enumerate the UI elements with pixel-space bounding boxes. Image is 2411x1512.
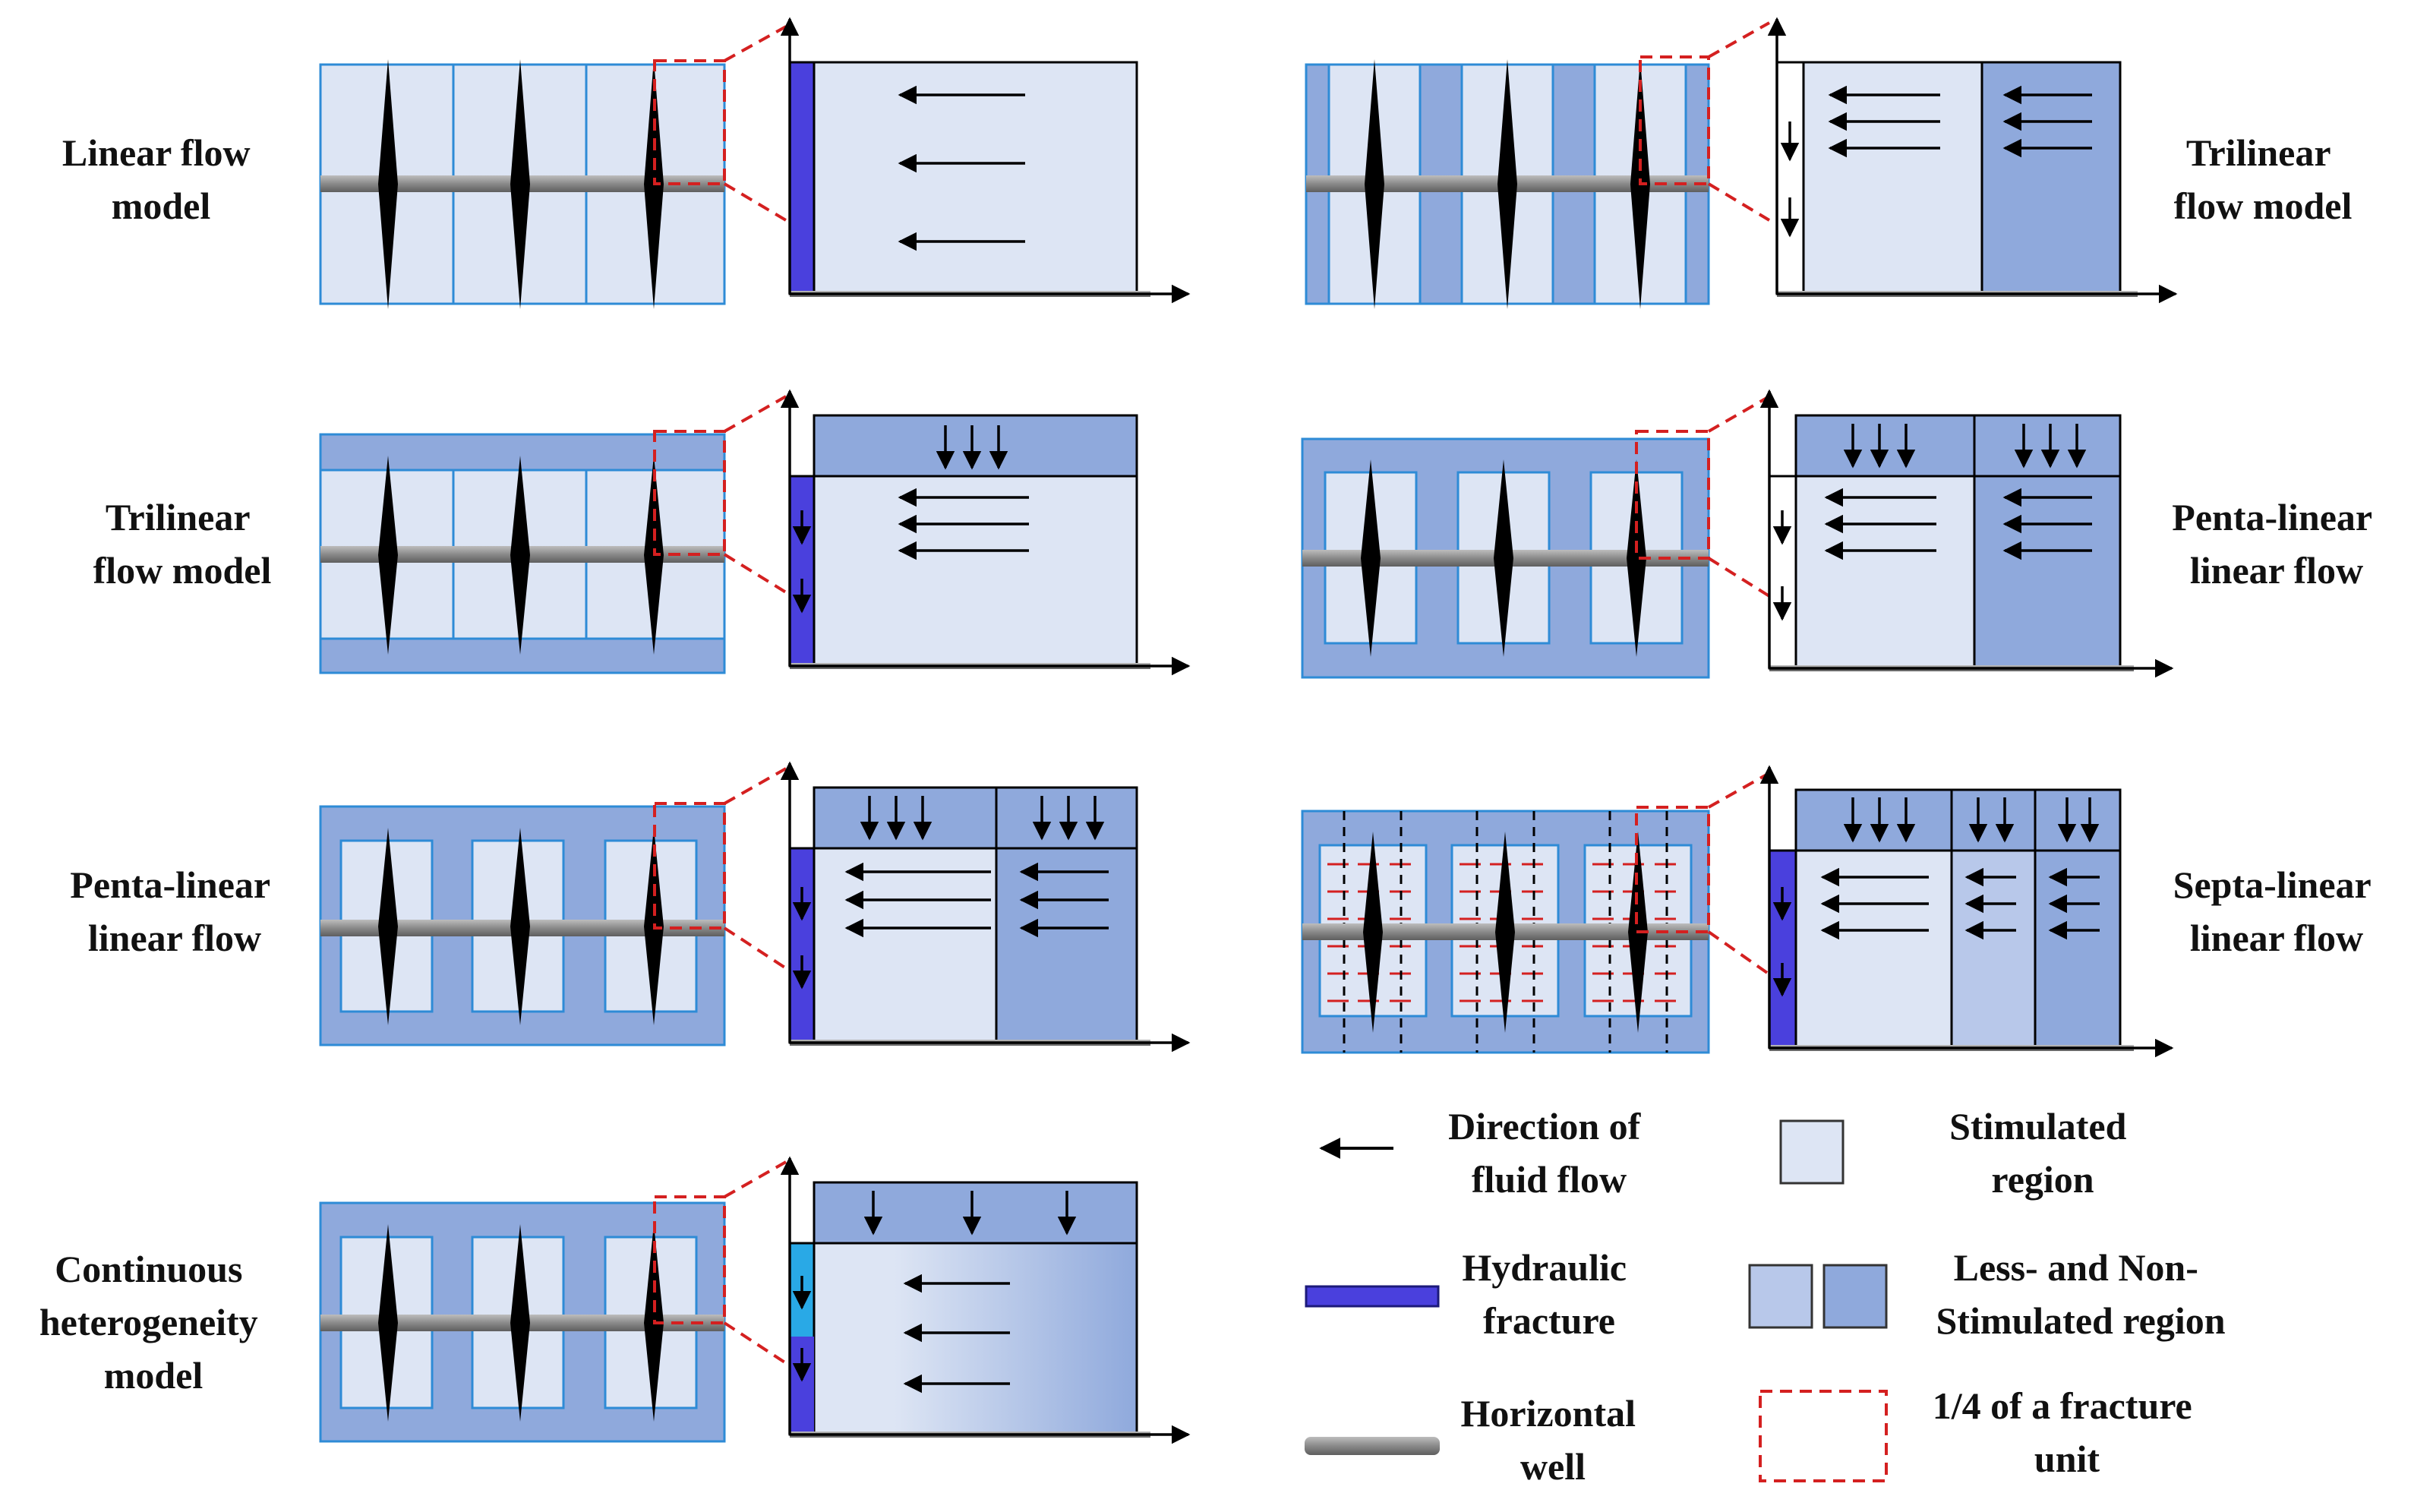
- zoom-fracture: [1768, 849, 1797, 1050]
- legend-flow-direction-label: Direction of fluid flow: [1448, 1105, 1650, 1201]
- zoom-non-stimulated-top: [813, 786, 998, 850]
- zoom-guide: [1707, 930, 1771, 976]
- hydraulic-fracture: [378, 59, 398, 309]
- zoom-fracture: [1768, 475, 1797, 670]
- zoom-non-stimulated-side: [995, 786, 1138, 1044]
- legend-stimulated-swatch: [1779, 1119, 1845, 1185]
- zoom-non-stimulated: [1980, 61, 2122, 295]
- panel-trilinear-right: [1305, 17, 2178, 309]
- zoom-less-stimulated: [1950, 849, 2037, 1050]
- panel-penta-linear-right: [1301, 389, 2174, 679]
- zoom-guide: [1707, 182, 1771, 222]
- zoom-guide: [1708, 21, 1770, 58]
- hydraulic-fracture: [1495, 832, 1515, 1033]
- label-septa-linear-flow: Septa-linear linear flow: [2173, 863, 2381, 959]
- zoom-guide: [723, 182, 787, 222]
- panel-trilinear-left: [319, 389, 1191, 676]
- legend-horizontal-well-label: Horizontal well: [1460, 1392, 1645, 1488]
- zoom-guide: [1708, 772, 1770, 809]
- model-labels: Linear flow model Trilinear flow model P…: [39, 131, 2381, 1397]
- hydraulic-fracture: [1361, 459, 1381, 657]
- panel-linear-flow: [319, 17, 1191, 309]
- label-linear-flow-model: Linear flow model: [62, 131, 260, 227]
- zoom-guide: [724, 1160, 787, 1198]
- zoom-stimulated: [1794, 849, 1953, 1050]
- panel-septa-linear: [1301, 765, 2174, 1058]
- zoom-guide: [1707, 557, 1771, 598]
- legend-horizontal-well-icon: [1305, 1437, 1440, 1455]
- fracture-unit-box: [653, 59, 726, 185]
- hydraulic-fracture: [510, 456, 530, 655]
- zoom-non-stimulated-top-mid: [1950, 788, 2037, 852]
- legend-fracture-unit-label: 1/4 of a fracture unit: [1933, 1384, 2202, 1480]
- legend: Direction of fluid flow Stimulated regio…: [1305, 1105, 2226, 1488]
- label-trilinear-flow-model-right: Trilinear flow model: [2174, 131, 2353, 227]
- legend-non-stimulated-swatch: [1822, 1264, 1888, 1329]
- hydraulic-fracture: [1363, 832, 1383, 1033]
- zoom-gradient-region: [813, 1242, 1138, 1436]
- model-panels: [319, 17, 2178, 1444]
- zoom-non-stimulated: [813, 1181, 1138, 1245]
- hydraulic-fracture: [378, 1224, 398, 1422]
- zoom-fracture: [1775, 61, 1805, 295]
- label-trilinear-flow-model: Trilinear flow model: [93, 496, 272, 592]
- fracture-unit-box: [1639, 55, 1710, 185]
- hydraulic-fracture: [510, 828, 530, 1025]
- zoom-non-stimulated: [813, 414, 1138, 478]
- zoom-guide: [723, 1321, 787, 1365]
- zoom-stimulated: [813, 61, 1138, 295]
- fracture-unit-box: [653, 430, 726, 556]
- label-penta-linear-flow-right: Penta-linear linear flow: [2172, 496, 2381, 592]
- zoom-fracture: [788, 847, 816, 1044]
- label-penta-linear-flow: Penta-linear linear flow: [70, 863, 279, 959]
- hydraulic-fracture: [378, 828, 398, 1025]
- legend-hydraulic-fracture-swatch: [1305, 1285, 1440, 1308]
- fracture-unit-box: [653, 802, 726, 930]
- legend-less-stimulated-swatch: [1748, 1264, 1813, 1329]
- zoom-guide: [724, 767, 787, 805]
- hydraulic-fracture: [1497, 59, 1517, 309]
- zoom-non-stimulated-side: [1973, 414, 2122, 670]
- label-continuous-heterogeneity-model: Continuous heterogeneity model: [39, 1248, 267, 1397]
- zoom-guide: [724, 25, 787, 62]
- zoom-guide: [724, 395, 787, 433]
- legend-hydraulic-fracture-label: Hydraulic fracture: [1462, 1246, 1636, 1342]
- panel-continuous-heterogeneity: [319, 1156, 1191, 1444]
- legend-stimulated-label: Stimulated region: [1949, 1105, 2136, 1201]
- zoom-stimulated: [1794, 475, 1976, 670]
- hydraulic-fracture: [1494, 459, 1513, 657]
- panel-penta-linear-left: [319, 761, 1191, 1053]
- zoom-stimulated: [813, 847, 998, 1044]
- hydraulic-fracture: [510, 59, 530, 309]
- zoom-stimulated: [813, 475, 1138, 668]
- hydraulic-fracture: [1365, 59, 1384, 309]
- hydraulic-fracture: [378, 456, 398, 655]
- hydraulic-fracture: [510, 1224, 530, 1422]
- zoom-guide: [723, 553, 787, 594]
- zoom-stimulated: [1802, 61, 1983, 295]
- zoom-fracture: [788, 61, 816, 295]
- zoom-non-stimulated-side: [2034, 788, 2122, 1050]
- zoom-guide: [723, 926, 787, 970]
- zoom-non-stimulated-top: [1794, 414, 1976, 478]
- legend-less-non-stimulated-label: Less- and Non- Stimulated region: [1936, 1246, 2225, 1342]
- hydraulic-fracture: [1627, 459, 1646, 657]
- legend-fracture-unit-swatch: [1759, 1390, 1888, 1482]
- zoom-fracture: [788, 475, 816, 668]
- zoom-non-stimulated-top: [1794, 788, 1953, 852]
- zoom-guide: [1708, 395, 1770, 433]
